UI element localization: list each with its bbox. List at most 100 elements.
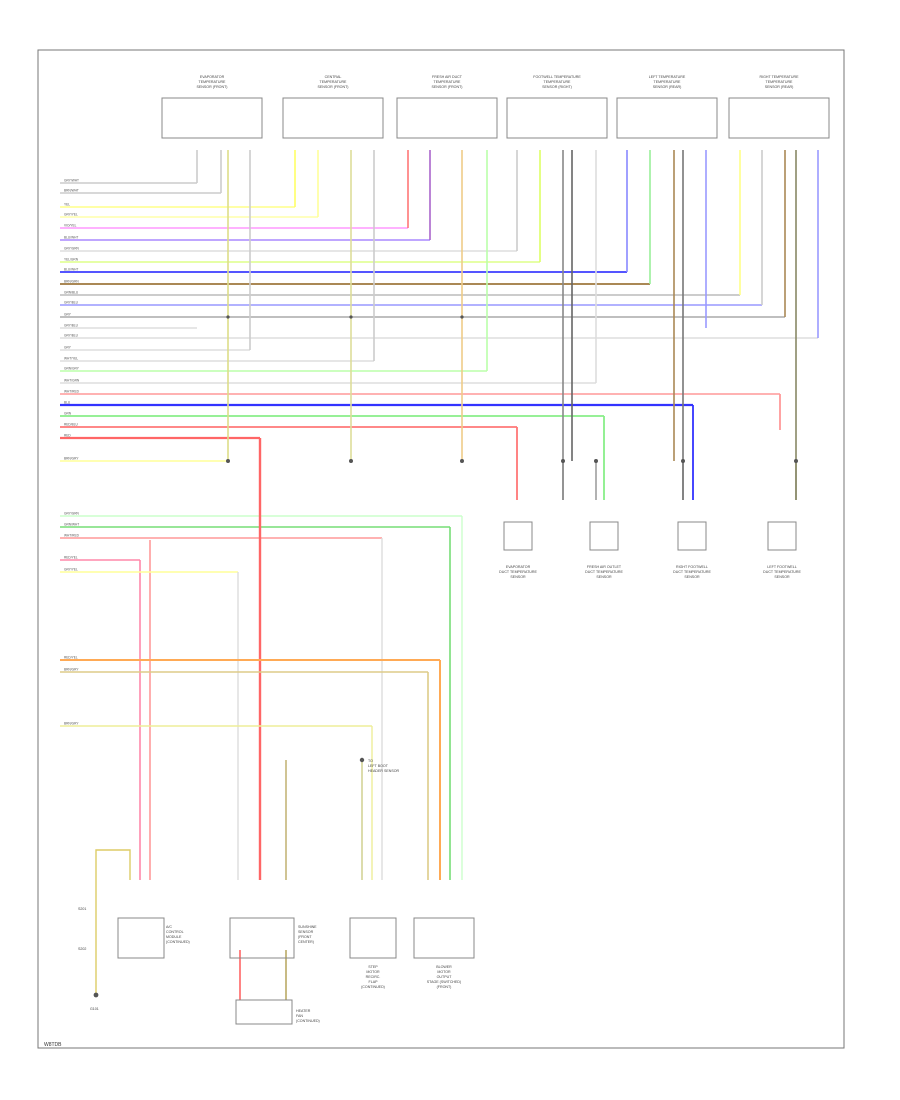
wire-color-label: WHT/RED [64, 534, 80, 538]
component-box-4 [413, 917, 475, 959]
top-sensor-label: SENSOR (REAR) [653, 85, 682, 89]
component-label: BLOWER [436, 965, 452, 969]
top-sensor-label: TEMPERATURE [544, 80, 571, 84]
component-label: HEATER [296, 1009, 311, 1013]
component-label: SUNSHINE [298, 925, 317, 929]
component-label: STAGE (SWITCHED) [427, 980, 461, 984]
mid-sensor-box-2 [589, 521, 619, 551]
component-box-2 [229, 917, 295, 959]
sensor-box-4 [506, 97, 608, 139]
top-sensor-label: LEFT TEMPERATURE [649, 75, 686, 79]
splice-dots [93, 315, 798, 998]
top-sensor-label: TEMPERATURE [320, 80, 347, 84]
top-sensor-label: SENSOR (FRONT) [432, 85, 463, 89]
wire-color-label: BRN/GRN [64, 280, 79, 284]
mid-sensor-label: RIGHT FOOTWELL [676, 565, 708, 569]
mid-sensor-label: DUCT TEMPERATURE [763, 570, 801, 574]
top-sensor-label: CENTRAL [325, 75, 342, 79]
component-label: MODULE [166, 935, 182, 939]
component-label: CENTER) [298, 940, 314, 944]
top-sensor-label: TEMPERATURE [654, 80, 681, 84]
vertical-wires-top [196, 150, 819, 461]
vertical-wires-mid [516, 394, 797, 500]
wire-color-label: GRY/WHT [64, 179, 79, 183]
mid-sensor-box-4 [767, 521, 797, 551]
top-sensor-label: SENSOR (FRONT) [318, 85, 349, 89]
wire-color-label: BLU [64, 401, 71, 405]
component-label: MOTOR [437, 970, 451, 974]
mid-sensor-label: SENSOR [510, 575, 526, 579]
component-label: OUTPUT [437, 975, 453, 979]
sensor-box-5 [616, 97, 718, 139]
mid-sensor-box-3 [677, 521, 707, 551]
mid-sensor-label: SENSOR [774, 575, 790, 579]
component-label: SENSOR [298, 930, 314, 934]
to-sensor-label-2: LEFT BOOT [368, 764, 389, 768]
wire-color-label: YEL/GRN [64, 258, 79, 262]
wire-color-label: GRY [64, 313, 72, 317]
component-label: (FRONT [298, 935, 312, 939]
top-sensor-label: FRESH AIR DUCT [432, 75, 463, 79]
component-label: CONTROL [166, 930, 184, 934]
lower-wires [60, 438, 463, 1000]
wire-color-label: GRY [64, 346, 72, 350]
bottom-component-boxes [117, 917, 475, 1025]
component-label: (CONTINUED) [166, 940, 190, 944]
wire-color-label: WHT/YEL [64, 357, 78, 361]
top-sensor-label: SENSOR (FRONT) [197, 85, 228, 89]
mid-sensor-label: FRESH AIR OUTLET [587, 565, 622, 569]
top-sensor-label: TEMPERATURE [434, 80, 461, 84]
diagram-frame [37, 49, 845, 1049]
mid-sensor-label: LEFT FOOTWELL [767, 565, 797, 569]
wire-color-label: BRN/WHT [64, 189, 79, 193]
top-sensor-label: TEMPERATURE [766, 80, 793, 84]
component-box-1 [117, 917, 165, 959]
splice-label-1: S201 [78, 907, 86, 911]
wire-color-label: RED/BLU [64, 423, 79, 427]
wire-color-label: GRY/YEL [64, 568, 78, 572]
wire-color-label: GRY/GRN [64, 512, 80, 516]
component-label: MOTOR [366, 970, 380, 974]
mid-sensor-label: DUCT TEMPERATURE [499, 570, 537, 574]
component-label: FAN [296, 1014, 303, 1018]
sensor-box-3 [396, 97, 498, 139]
wire-color-label: BRN/GRY [64, 722, 79, 726]
mid-sensor-label: EVAPORATOR [506, 565, 531, 569]
wire-color-labels: GRY/WHTBRN/WHTYELGRY/YELVIO/YELBLU/WHTGR… [64, 179, 80, 726]
mid-sensor-label: SENSOR [684, 575, 700, 579]
footer-code: W8TDB [44, 1042, 62, 1048]
component-label: RECIRC. [366, 975, 381, 979]
horizontal-wires [60, 182, 818, 462]
top-sensor-label: TEMPERATURE [199, 80, 226, 84]
sensor-box-1 [161, 97, 263, 139]
top-sensor-label: EVAPORATOR [200, 75, 225, 79]
sensor-box-6 [728, 97, 830, 139]
wire-color-label: YEL [64, 203, 70, 207]
component-label: (CONTINUED) [361, 985, 385, 989]
component-label: (FRONT) [437, 985, 452, 989]
wire-color-label: GRN/BLU [64, 291, 79, 295]
mid-sensor-boxes [503, 521, 797, 551]
wire-color-label: RED [64, 434, 71, 438]
wire-color-label: GRY/BLU [64, 324, 79, 328]
wire-color-label: RED/YEL [64, 656, 78, 660]
mid-sensor-label: SENSOR [596, 575, 612, 579]
top-sensor-boxes [161, 97, 830, 139]
ground-label: G101 [90, 1007, 99, 1011]
top-sensor-label: FOOTWELL TEMPERATURE [533, 75, 581, 79]
wire-color-label: GRN/GRY [64, 367, 80, 371]
component-label: FLAP [369, 980, 379, 984]
wire-color-label: GRY/GRN [64, 247, 80, 251]
mid-sensor-label: DUCT TEMPERATURE [673, 570, 711, 574]
wire-color-label: BLU/WHT [64, 236, 78, 240]
wire-color-label: BLU/WHT [64, 268, 78, 272]
component-label: STEP [368, 965, 378, 969]
wire-color-label: BRN/GRY [64, 457, 79, 461]
wire-color-label: BRN/GRY [64, 668, 79, 672]
mid-sensor-label: DUCT TEMPERATURE [585, 570, 623, 574]
component-label: (CONTINUED) [296, 1019, 320, 1023]
sensor-box-2 [282, 97, 384, 139]
